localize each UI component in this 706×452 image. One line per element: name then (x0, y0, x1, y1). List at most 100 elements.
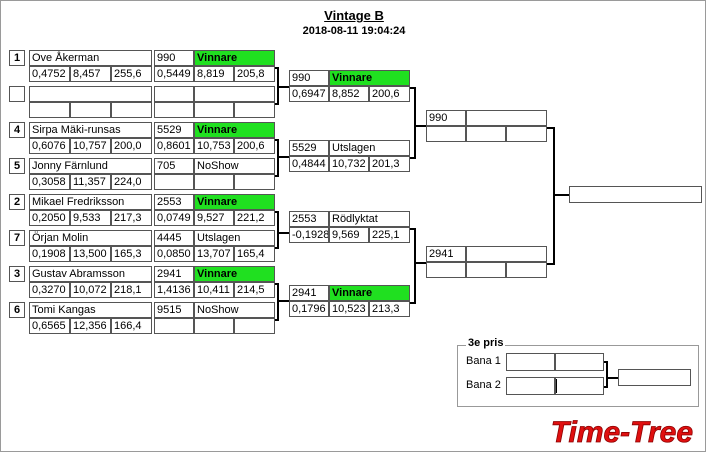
run-speed: 200,6 (369, 86, 410, 102)
player-name[interactable]: Sirpa Mäki-runsas (29, 122, 152, 138)
stat-time: 12,356 (70, 318, 111, 334)
player-name[interactable] (29, 86, 152, 102)
player-name[interactable]: Ove Åkerman (29, 50, 152, 66)
bracket-connector (547, 263, 555, 265)
bracket-connector (547, 127, 555, 129)
player-name[interactable]: Gustav Abramsson (29, 266, 152, 282)
run-reaction (426, 126, 466, 142)
seed-number: 3 (9, 266, 25, 282)
lane-entry[interactable] (555, 353, 604, 371)
stat-reaction: 0,2050 (29, 210, 70, 226)
stat-reaction: 0,3270 (29, 282, 70, 298)
player-name[interactable]: Örjan Molin (29, 230, 152, 246)
stat-time: 13,500 (70, 246, 111, 262)
bracket-connector (553, 127, 555, 265)
run-time: 10,411 (194, 282, 234, 298)
bracket-connector (277, 211, 279, 249)
bracket-connector (414, 125, 426, 127)
bracket-connector (277, 139, 279, 177)
car-number[interactable]: 5529 (154, 122, 194, 138)
car-number[interactable]: 990 (289, 70, 329, 86)
car-number[interactable]: 2553 (154, 194, 194, 210)
result-label: Vinnare (194, 194, 275, 210)
stat-time: 11,357 (70, 174, 111, 190)
bracket-connector (277, 156, 289, 158)
run-speed: 201,3 (369, 156, 410, 172)
stat-reaction: 0,6076 (29, 138, 70, 154)
result-label: Vinnare (194, 50, 275, 66)
bracket-connector (414, 228, 416, 304)
run-time: 10,523 (329, 301, 369, 317)
run-speed (506, 126, 547, 142)
run-speed: 214,5 (234, 282, 275, 298)
result-label: Vinnare (194, 122, 275, 138)
seed-number: 7 (9, 230, 25, 246)
run-time (466, 126, 506, 142)
run-reaction: 0,0850 (154, 246, 194, 262)
player-name[interactable]: Mikael Fredriksson (29, 194, 152, 210)
run-speed (234, 174, 275, 190)
car-number[interactable]: 2553 (289, 211, 329, 227)
car-number[interactable]: 5529 (289, 140, 329, 156)
stat-speed (111, 102, 152, 118)
car-number[interactable]: 9515 (154, 302, 194, 318)
lane-entry[interactable] (506, 353, 555, 371)
stat-speed: 200,0 (111, 138, 152, 154)
run-reaction (154, 102, 194, 118)
run-time: 8,819 (194, 66, 234, 82)
run-speed: 205,8 (234, 66, 275, 82)
result-label: Vinnare (329, 285, 410, 301)
stat-speed: 218,1 (111, 282, 152, 298)
car-number[interactable]: 2941 (154, 266, 194, 282)
car-number[interactable]: 2941 (289, 285, 329, 301)
bracket-connector (410, 228, 416, 230)
logo-text: Time-Tree (551, 416, 693, 447)
seed-number: 4 (9, 122, 25, 138)
run-time: 10,732 (329, 156, 369, 172)
result-label: Utslagen (329, 140, 410, 156)
car-number[interactable] (154, 86, 194, 102)
car-number[interactable]: 990 (154, 50, 194, 66)
bracket-connector (410, 157, 416, 159)
stat-speed: 224,0 (111, 174, 152, 190)
result-label: Utslagen (194, 230, 275, 246)
timestamp: 2018-08-11 19:04:24 (302, 25, 406, 37)
third-place-panel (457, 345, 699, 407)
result-label: Rödlyktat (329, 211, 410, 227)
stat-reaction: 0,3058 (29, 174, 70, 190)
run-reaction: 0,4844 (289, 156, 329, 172)
stat-reaction: 0,1908 (29, 246, 70, 262)
run-speed: 200,6 (234, 138, 275, 154)
run-reaction: 0,0749 (154, 210, 194, 226)
run-speed: 213,3 (369, 301, 410, 317)
run-speed: 221,2 (234, 210, 275, 226)
bracket-connector (277, 232, 289, 234)
result-label: NoShow (194, 158, 275, 174)
run-reaction: 0,5449 (154, 66, 194, 82)
run-reaction (154, 318, 194, 334)
stat-speed: 166,4 (111, 318, 152, 334)
car-number[interactable]: 990 (426, 110, 466, 126)
car-number[interactable]: 2941 (426, 246, 466, 262)
result-label: Vinnare (329, 70, 410, 86)
run-speed (234, 318, 275, 334)
car-number[interactable]: 705 (154, 158, 194, 174)
result-label (194, 86, 275, 102)
bracket-connector (606, 361, 608, 388)
run-time (194, 174, 234, 190)
bracket-connector (553, 194, 569, 196)
player-name[interactable]: Tomi Kangas (29, 302, 152, 318)
stat-time: 9,533 (70, 210, 111, 226)
lane-entry[interactable] (555, 377, 604, 395)
text-cursor (556, 379, 557, 393)
stat-reaction (29, 102, 70, 118)
seed-number: 1 (9, 50, 25, 66)
run-time: 9,527 (194, 210, 234, 226)
lane-entry[interactable] (506, 377, 555, 395)
stat-speed: 165,3 (111, 246, 152, 262)
stat-time (70, 102, 111, 118)
page-title: Vintage B (324, 8, 384, 23)
car-number[interactable]: 4445 (154, 230, 194, 246)
player-name[interactable]: Jonny Färnlund (29, 158, 152, 174)
